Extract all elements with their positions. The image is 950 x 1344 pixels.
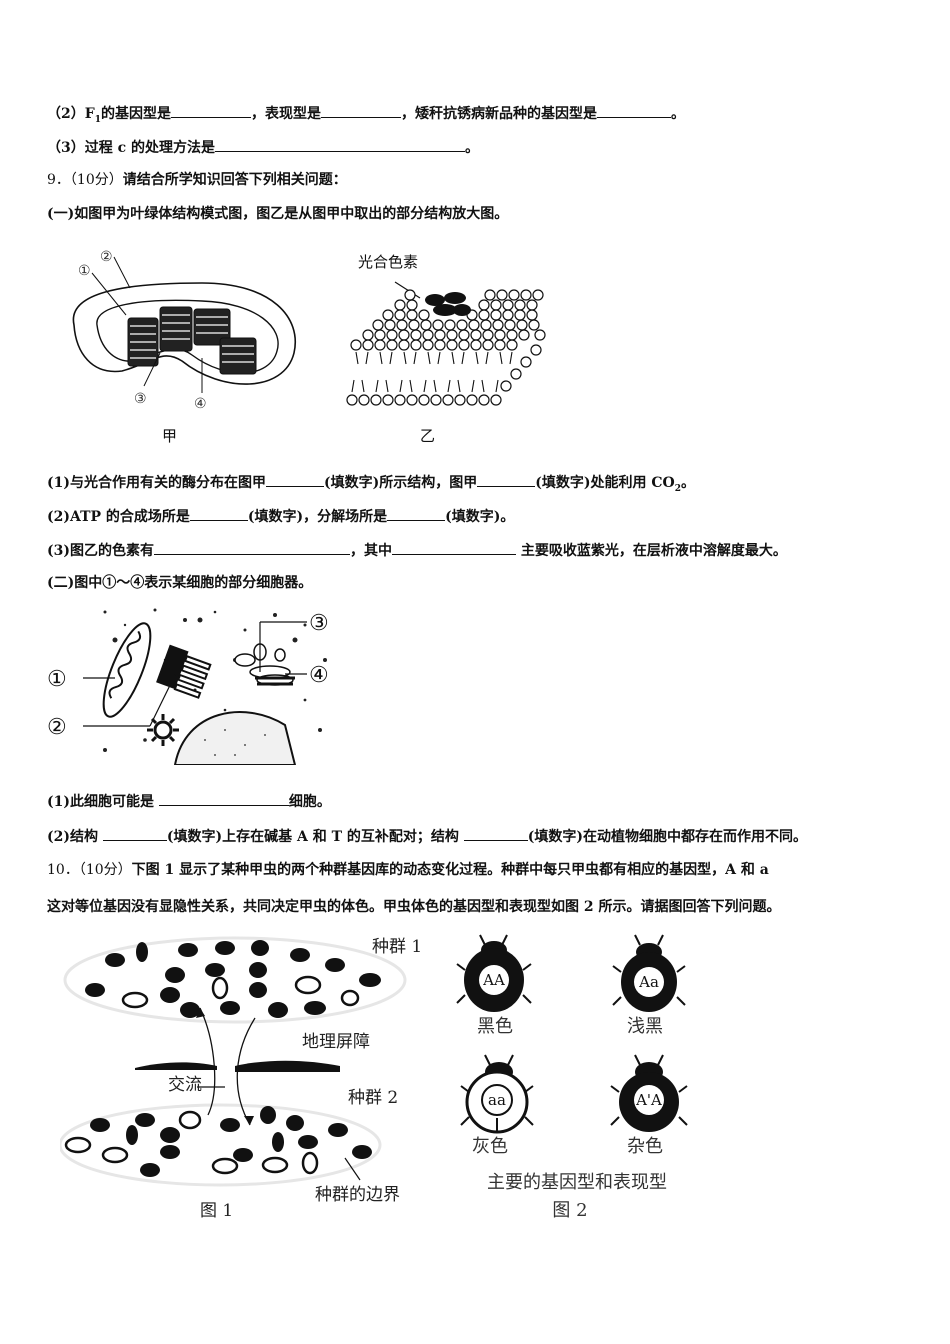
answer-blank[interactable]: [392, 539, 516, 555]
q9-part1-intro: (一)如图甲为叶绿体结构模式图，图乙是从图甲中取出的部分结构放大图。: [47, 206, 509, 222]
question-text: 下图 1 显示了某种甲虫的两个种群基因库的动态变化过程。种群中每只甲虫都有相应的…: [131, 862, 769, 878]
organelle-diagram: ① ② ③ ④: [47, 608, 329, 766]
svg-text:②: ②: [100, 249, 113, 265]
pop2-label: 种群 2: [348, 1088, 398, 1108]
figure-1-populations: 种群 1 地理屏障 交流 种群 2 种群的边界 图 1: [58, 930, 460, 1225]
q-text: (1)此细胞可能是: [47, 794, 159, 810]
q-text: (2)ATP 的合成场所是: [47, 509, 190, 525]
q-text: (填数字)所示结构，图甲: [324, 475, 478, 491]
answer-blank[interactable]: [477, 471, 536, 487]
genotype-label: Aa: [638, 973, 659, 991]
beetle-aa-light-black: [612, 934, 686, 1012]
exchange-label: 交流: [168, 1075, 202, 1095]
q8-p3-text: （3）过程 c 的处理方法是: [47, 140, 216, 156]
q-text: 主要吸收蓝紫光，在层析液中溶解度最大。: [516, 543, 787, 559]
figure-caption-jia: 甲: [162, 427, 178, 445]
answer-blank[interactable]: [158, 790, 289, 806]
q8-p2-text: ，表现型是: [250, 106, 321, 122]
figure-chloroplast: ① ② ③ ④ 甲: [62, 243, 312, 448]
beetle-aa-black: [456, 934, 532, 1012]
beetle-a-prime-a-mixed: [610, 1054, 688, 1132]
subscript: 2: [674, 483, 681, 494]
q-text: (填数字)在动植物细胞中都存在而作用不同。: [527, 829, 808, 845]
q10-line2: 这对等位基因没有显隐性关系，共同决定甲虫的体色。甲虫体色的基因型和表现型如图 2…: [47, 899, 781, 915]
phenotype-label: 杂色: [627, 1136, 663, 1157]
q-text: (3)图乙的色素有: [47, 543, 154, 559]
answer-blank[interactable]: [170, 102, 251, 118]
beetle-aa-grey: [460, 1054, 534, 1134]
organelle-labels: ① ② ③ ④: [47, 611, 329, 740]
q-text: (填数字)处能利用 CO: [535, 475, 675, 491]
q9-part2-intro: (二)图中①～④表示某细胞的部分细胞器。: [47, 575, 313, 591]
answer-blank[interactable]: [320, 102, 401, 118]
q8-part2: （2）F1的基因型是 ，表现型是 ，矮秆抗锈病新品种的基因型是 。: [47, 102, 685, 130]
figure2-caption: 图 2: [552, 1200, 587, 1221]
punct: 。: [465, 140, 480, 156]
q8-part3: （3）过程 c 的处理方法是 。: [47, 136, 479, 158]
punct: 。: [680, 475, 695, 491]
figure2-subtitle: 主要的基因型和表现型: [487, 1172, 667, 1193]
q9-sub1: (1)与光合作用有关的酶分布在图甲 (填数字)所示结构，图甲 (填数字)处能利用 C…: [47, 471, 695, 499]
pigment-label: 光合色素: [358, 253, 419, 271]
question-title: 请结合所学知识回答下列相关问题：: [122, 172, 347, 188]
genotype-diagram: AA Aa aa A'A 黑色 浅黑 灰色 杂色 主要的基因型和表现型 图 2: [456, 934, 688, 1221]
answer-blank[interactable]: [189, 505, 248, 521]
svg-text:①: ①: [47, 667, 67, 692]
svg-text:④: ④: [194, 396, 207, 412]
answer-blank[interactable]: [215, 136, 466, 152]
genotype-label: A'A: [635, 1091, 662, 1109]
svg-text:③: ③: [309, 611, 329, 636]
figure1-caption: 图 1: [200, 1201, 233, 1221]
punct: 。: [670, 106, 685, 122]
answer-blank[interactable]: [463, 825, 528, 841]
answer-blank[interactable]: [387, 505, 446, 521]
q9-sub3: (3)图乙的色素有 ，其中 主要吸收蓝紫光，在层析液中溶解度最大。: [47, 539, 787, 561]
chloroplast-labels: ① ② ③ ④: [78, 249, 207, 412]
svg-text:②: ②: [47, 715, 67, 740]
answer-blank[interactable]: [154, 539, 350, 555]
subscript: 1: [94, 114, 101, 125]
genotype-label: aa: [488, 1091, 506, 1109]
q9-header: 9．（10分）请结合所学知识回答下列相关问题：: [47, 170, 347, 190]
q10-header: 10．（10分）下图 1 显示了某种甲虫的两个种群基因库的动态变化过程。种群中每…: [47, 860, 769, 880]
svg-text:①: ①: [78, 263, 91, 279]
barrier-label: 地理屏障: [302, 1032, 370, 1052]
q-text: ，其中: [350, 543, 392, 559]
q8-p2-text: 的基因型是: [100, 106, 171, 122]
answer-blank[interactable]: [102, 825, 167, 841]
svg-text:④: ④: [309, 663, 329, 688]
answer-blank[interactable]: [266, 471, 324, 487]
q-text: (填数字)上存在碱基 A 和 T 的互补配对；结构: [166, 829, 464, 845]
phenotype-label: 灰色: [472, 1136, 508, 1157]
population-diagram: 种群 1 地理屏障 交流 种群 2 种群的边界 图 1: [58, 936, 422, 1221]
answer-blank[interactable]: [596, 102, 671, 118]
question-number: 10．（10分）: [47, 862, 132, 878]
chloroplast-diagram: ① ② ③ ④: [72, 249, 296, 412]
figure-cell-organelles: ① ② ③ ④: [45, 600, 345, 766]
q-text: 细胞。: [288, 794, 331, 810]
q-text: (填数字)，分解场所是: [247, 509, 388, 525]
phenotype-label: 浅黑: [627, 1016, 663, 1037]
figure-thylakoid-membrane: 光合色素 乙: [340, 245, 560, 448]
q9-sub5: (2)结构 (填数字)上存在碱基 A 和 T 的互补配对；结构 (填数字)在动植…: [47, 825, 807, 847]
q8-p2-prefix: （2）F: [47, 106, 95, 122]
svg-text:③: ③: [134, 391, 147, 407]
genotype-label: AA: [482, 971, 505, 989]
q-text: (1)与光合作用有关的酶分布在图甲: [47, 475, 266, 491]
figure-caption-yi: 乙: [420, 427, 436, 445]
q8-p2-text: ，矮秆抗锈病新品种的基因型是: [400, 106, 597, 122]
question-number: 9．（10分）: [47, 172, 123, 188]
membrane-diagram: [346, 281, 546, 406]
figure-2-genotypes: AA Aa aa A'A 黑色 浅黑 灰色 杂色 主要的基因型和表现型 图 2: [455, 930, 705, 1225]
q9-sub2: (2)ATP 的合成场所是 (填数字)，分解场所是 (填数字)。: [47, 505, 514, 527]
q9-sub4: (1)此细胞可能是 细胞。: [47, 790, 331, 812]
q-text: (填数字)。: [445, 509, 515, 525]
q-text: (2)结构: [47, 829, 103, 845]
phenotype-label: 黑色: [477, 1016, 513, 1037]
pop1-label: 种群 1: [372, 937, 422, 957]
boundary-label: 种群的边界: [315, 1185, 400, 1205]
